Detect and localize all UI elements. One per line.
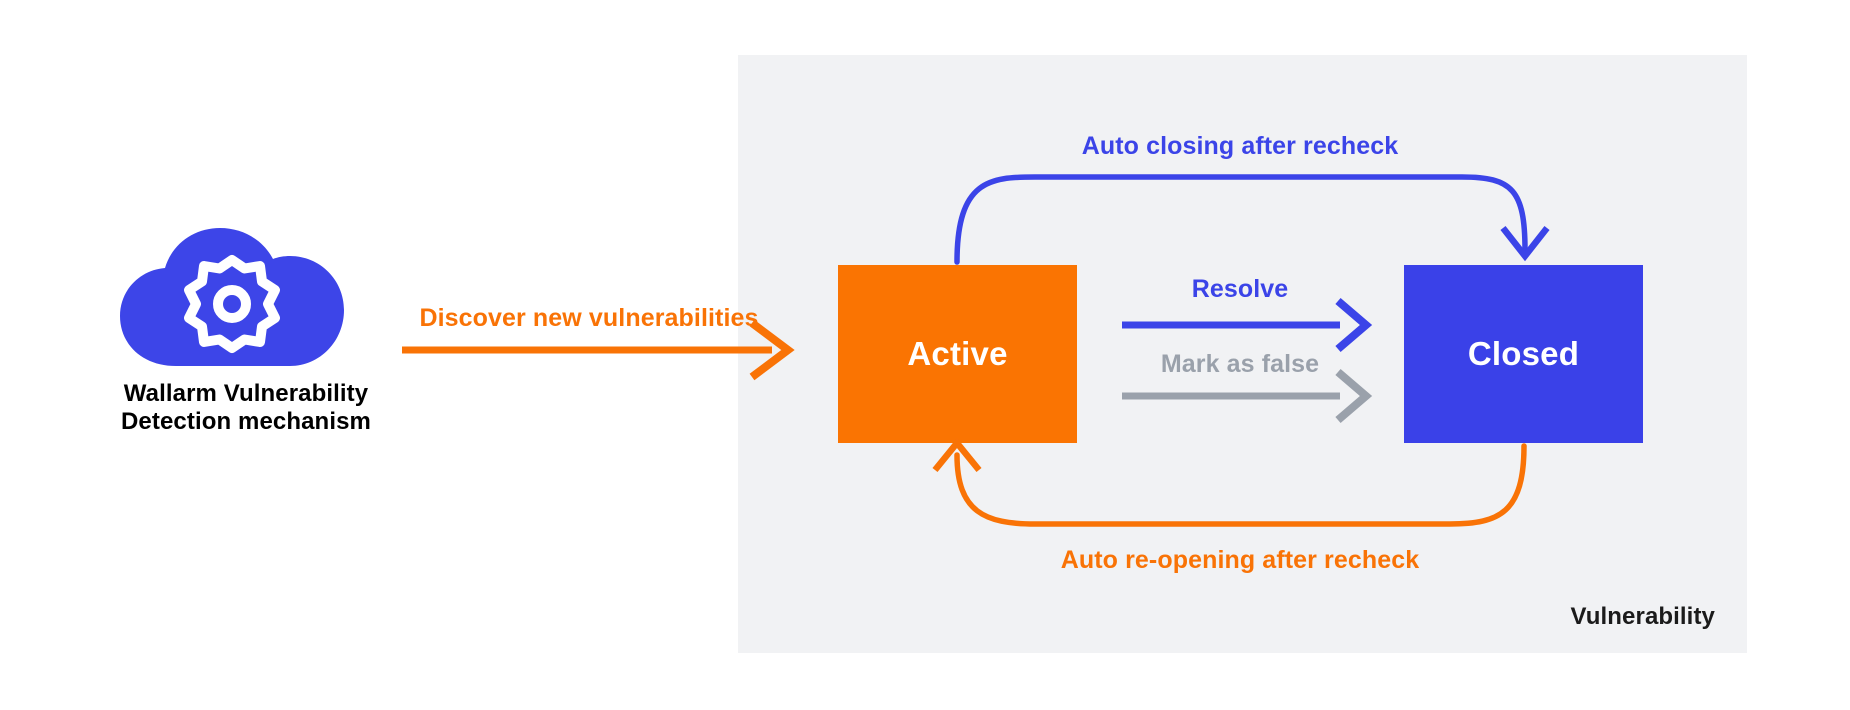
node-closed-label: Closed: [1467, 335, 1580, 372]
edge-label-auto-closing: Auto closing after recheck: [1081, 132, 1399, 160]
node-closed[interactable]: Closed: [1404, 265, 1643, 443]
panel-label: Vulnerability: [1570, 603, 1715, 630]
edge-label-resolve: Resolve: [1191, 275, 1289, 303]
source-caption: Wallarm Vulnerability Detection mechanis…: [96, 380, 396, 437]
source-caption-line-1: Wallarm Vulnerability: [123, 380, 369, 407]
node-active[interactable]: Active: [838, 265, 1077, 443]
node-active-label: Active: [907, 335, 1008, 372]
cloud-gear-icon: [114, 228, 354, 368]
edge-label-auto-reopening: Auto re-opening after recheck: [1060, 546, 1420, 574]
edge-label-discover: Discover new vulnerabilities: [419, 304, 759, 332]
source-node: Wallarm Vulnerability Detection mechanis…: [96, 228, 396, 468]
source-caption-line-2: Detection mechanism: [121, 408, 371, 436]
edge-discover-arrow: [400, 300, 810, 390]
edge-label-mark-as-false: Mark as false: [1160, 350, 1320, 378]
